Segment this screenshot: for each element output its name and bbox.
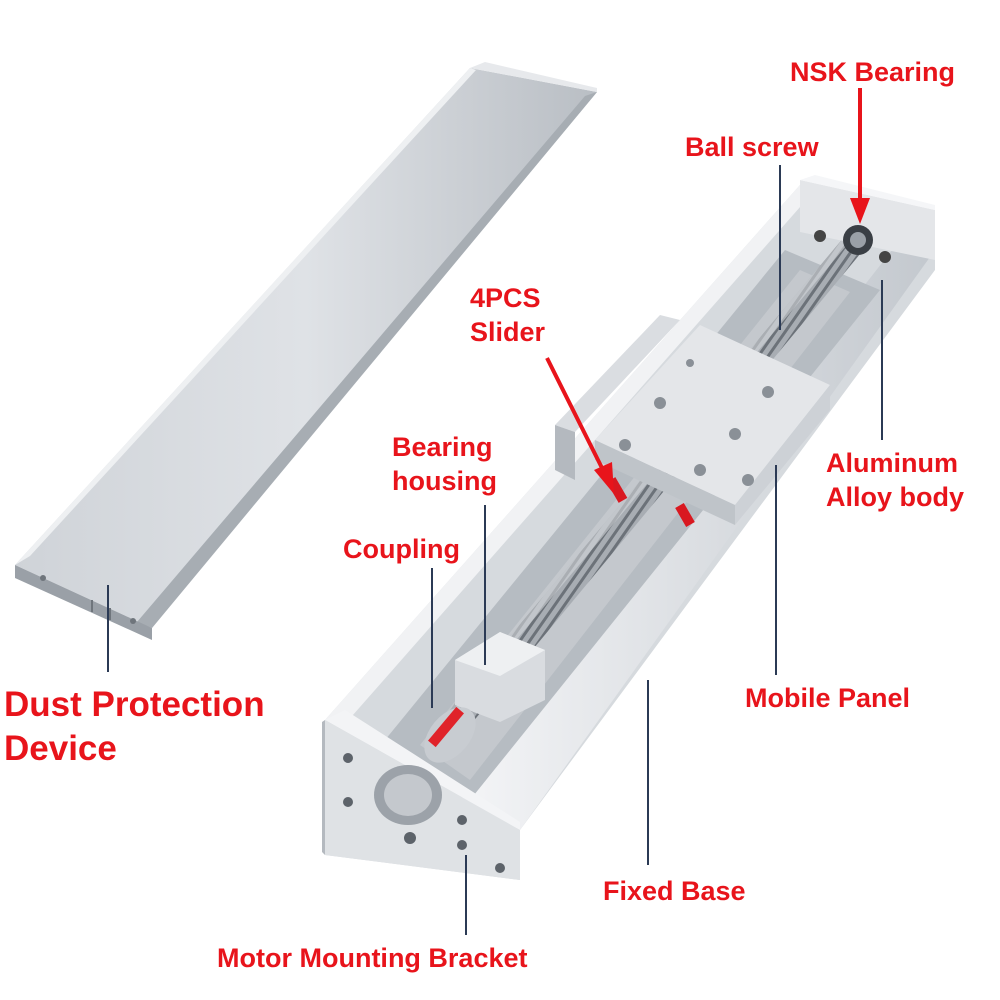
label-slider-line2: Slider (470, 317, 546, 347)
label-bearing-housing-line1: Bearing (392, 432, 493, 462)
label-aluminum-line2: Alloy body (826, 482, 965, 512)
label-dust-line2: Device (4, 729, 117, 768)
label-fixed-base: Fixed Base (603, 876, 746, 906)
label-aluminum-line1: Aluminum (826, 448, 958, 478)
label-slider: 4PCS Slider (470, 281, 545, 349)
label-slider-line1: 4PCS (470, 283, 541, 313)
label-coupling: Coupling (343, 534, 460, 564)
bearing-housing (455, 632, 545, 722)
label-dust-protection-device: Dust Protection Device (4, 683, 265, 771)
label-bearing-housing: Bearing housing (392, 430, 497, 498)
dust-cover (15, 62, 597, 640)
label-mobile-panel: Mobile Panel (745, 683, 911, 713)
label-dust-line1: Dust Protection (4, 685, 265, 724)
coupling (424, 706, 476, 763)
slider-table (555, 315, 830, 528)
label-aluminum-alloy-body: Aluminum Alloy body (826, 446, 964, 514)
motor-bracket (322, 710, 520, 880)
label-motor-mounting-bracket: Motor Mounting Bracket (217, 943, 528, 973)
label-ball-screw: Ball screw (685, 132, 819, 162)
end-block (800, 175, 935, 263)
leader-lines (107, 165, 883, 935)
label-nsk-bearing: NSK Bearing (790, 57, 956, 87)
label-bearing-housing-line2: housing (392, 466, 497, 496)
red-arrows (545, 88, 870, 494)
